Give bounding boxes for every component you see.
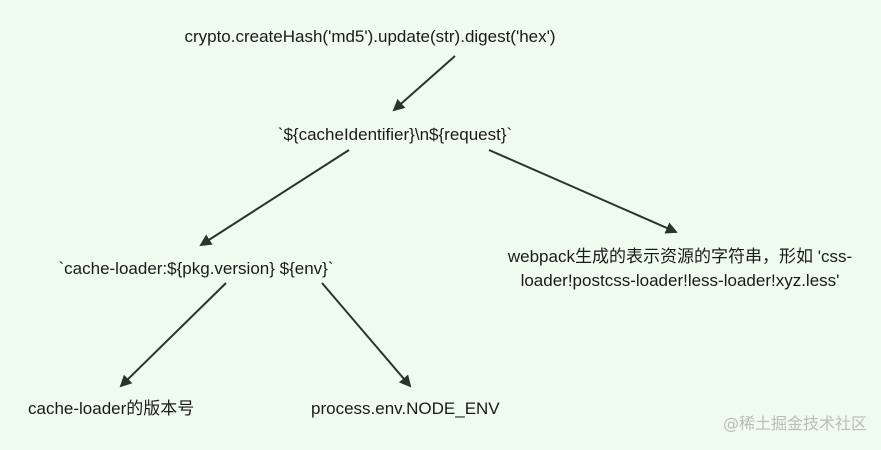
arrow-identifier-to-cache-loader [199, 149, 350, 247]
arrow-cache-loader-to-env [321, 282, 412, 388]
arrow-identifier-to-webpack-request [488, 149, 678, 234]
node-webpack-request: webpack生成的表示资源的字符串，形如 'css- loader!postc… [495, 245, 865, 293]
webpack-request-line-2: loader!postcss-loader!less-loader!xyz.le… [520, 271, 840, 290]
node-md5-hash: crypto.createHash('md5').update(str).dig… [184, 27, 556, 46]
arrow-cache-loader-to-version [119, 282, 227, 388]
node-cache-loader-version: cache-loader的版本号 [28, 399, 195, 418]
arrow-hash-to-identifier [392, 55, 456, 112]
node-cache-identifier-request: `${cacheIdentifier}\n${request}` [277, 125, 513, 144]
node-node-env: process.env.NODE_ENV [311, 399, 500, 418]
node-cache-loader-key: `cache-loader:${pkg.version} ${env}` [58, 259, 334, 278]
watermark: @稀土掘金技术社区 [722, 414, 867, 433]
webpack-request-line-1: webpack生成的表示资源的字符串，形如 'css- [507, 247, 853, 266]
